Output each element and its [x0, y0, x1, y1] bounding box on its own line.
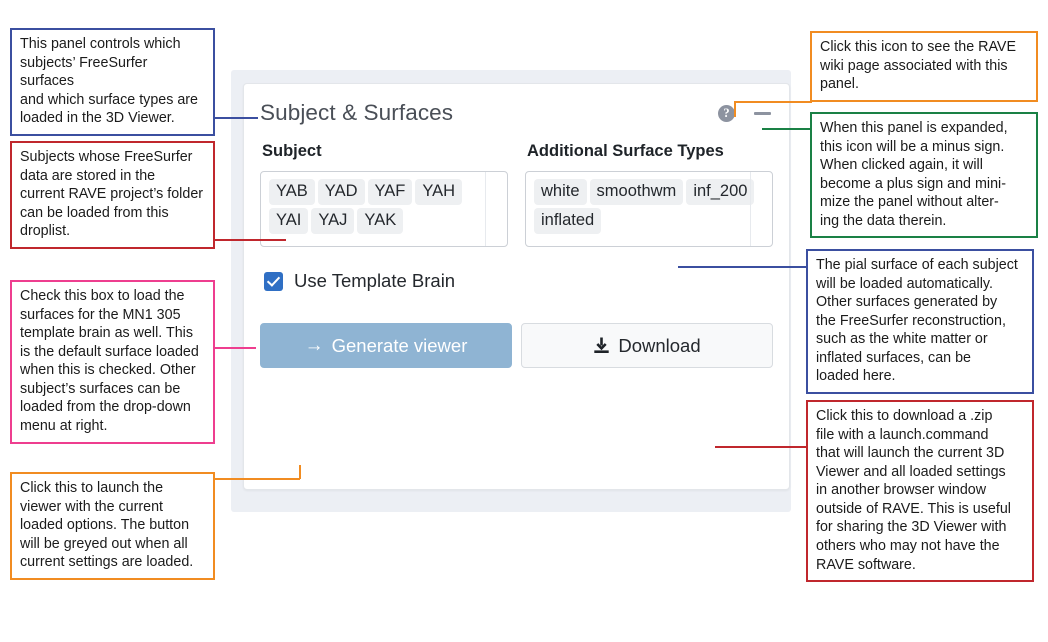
surface-token[interactable]: white: [534, 179, 587, 205]
leader-generate-viewer-v: [299, 465, 301, 479]
callout-wiki-icon: Click this icon to see the RAVE wiki pag…: [810, 31, 1038, 102]
subject-token[interactable]: YAK: [357, 207, 404, 234]
leader-subject-droplist: [214, 239, 286, 241]
subject-token[interactable]: YAF: [367, 179, 413, 205]
leader-surface-types: [678, 266, 808, 268]
surface-token[interactable]: smoothwm: [589, 179, 684, 205]
surface-token[interactable]: inf_200: [686, 179, 755, 205]
generate-viewer-label: Generate viewer: [331, 334, 468, 356]
action-buttons-row: → Generate viewer Download: [260, 323, 773, 368]
arrow-right-icon: →: [304, 335, 324, 356]
panel-header-icons: ?: [718, 104, 771, 122]
leader-wiki-icon-v: [734, 101, 736, 117]
page-title: Subject & Surfaces: [260, 100, 454, 125]
callout-template-brain: Check this box to load the surfaces for …: [10, 280, 215, 444]
subject-token[interactable]: YAB: [269, 179, 315, 205]
subject-token[interactable]: YAJ: [311, 207, 355, 234]
surface-types-label: Additional Surface Types: [527, 142, 724, 160]
generate-viewer-button[interactable]: → Generate viewer: [260, 323, 512, 368]
callout-generate-viewer: Click this to launch the viewer with the…: [10, 472, 215, 580]
download-button[interactable]: Download: [521, 323, 773, 368]
callout-minimize-icon: When this panel is expanded, this icon w…: [810, 112, 1038, 239]
leader-generate-viewer-h: [214, 478, 300, 480]
fields-row: Subject YAB YAD YAF YAH YAI YAJ YAK Addi…: [260, 142, 773, 247]
subject-token[interactable]: YAI: [269, 207, 309, 234]
callout-surface-types: The pial surface of each subject will be…: [806, 249, 1034, 395]
use-template-brain-checkbox[interactable]: [264, 271, 283, 291]
download-icon: [593, 337, 610, 355]
use-template-brain-label: Use Template Brain: [294, 270, 456, 291]
leader-panel-overview: [214, 117, 258, 119]
leader-download-button: [715, 446, 810, 448]
use-template-brain-row[interactable]: Use Template Brain: [260, 270, 773, 292]
callout-panel-overview: This panel controls which subjects’ Free…: [10, 28, 215, 136]
surface-token[interactable]: inflated: [534, 207, 602, 234]
callout-download-button: Click this to download a .zip file with …: [806, 400, 1034, 583]
panel-body: Subject YAB YAD YAF YAH YAI YAJ YAK Addi…: [244, 142, 789, 368]
subject-surfaces-panel: Subject & Surfaces ? Subject YAB YAD YAF…: [243, 83, 790, 490]
leader-wiki-icon-h: [735, 101, 812, 103]
leader-template-brain: [214, 347, 256, 349]
leader-minimize-icon: [762, 128, 810, 130]
download-label: Download: [618, 334, 701, 356]
subject-input[interactable]: YAB YAD YAF YAH YAI YAJ YAK: [260, 171, 508, 247]
subject-label: Subject: [262, 142, 322, 160]
question-mark-circle-icon[interactable]: ?: [718, 104, 735, 122]
surface-types-field-group: Additional Surface Types white smoothwm …: [525, 142, 773, 247]
subject-token[interactable]: YAD: [317, 179, 365, 205]
surface-types-input[interactable]: white smoothwm inf_200 inflated: [525, 171, 773, 247]
minus-icon[interactable]: [754, 111, 771, 115]
subject-token[interactable]: YAH: [415, 179, 463, 205]
subject-field-group: Subject YAB YAD YAF YAH YAI YAJ YAK: [260, 142, 508, 247]
callout-subject-droplist: Subjects whose FreeSurfer data are store…: [10, 141, 215, 249]
panel-header: Subject & Surfaces ?: [244, 84, 789, 142]
